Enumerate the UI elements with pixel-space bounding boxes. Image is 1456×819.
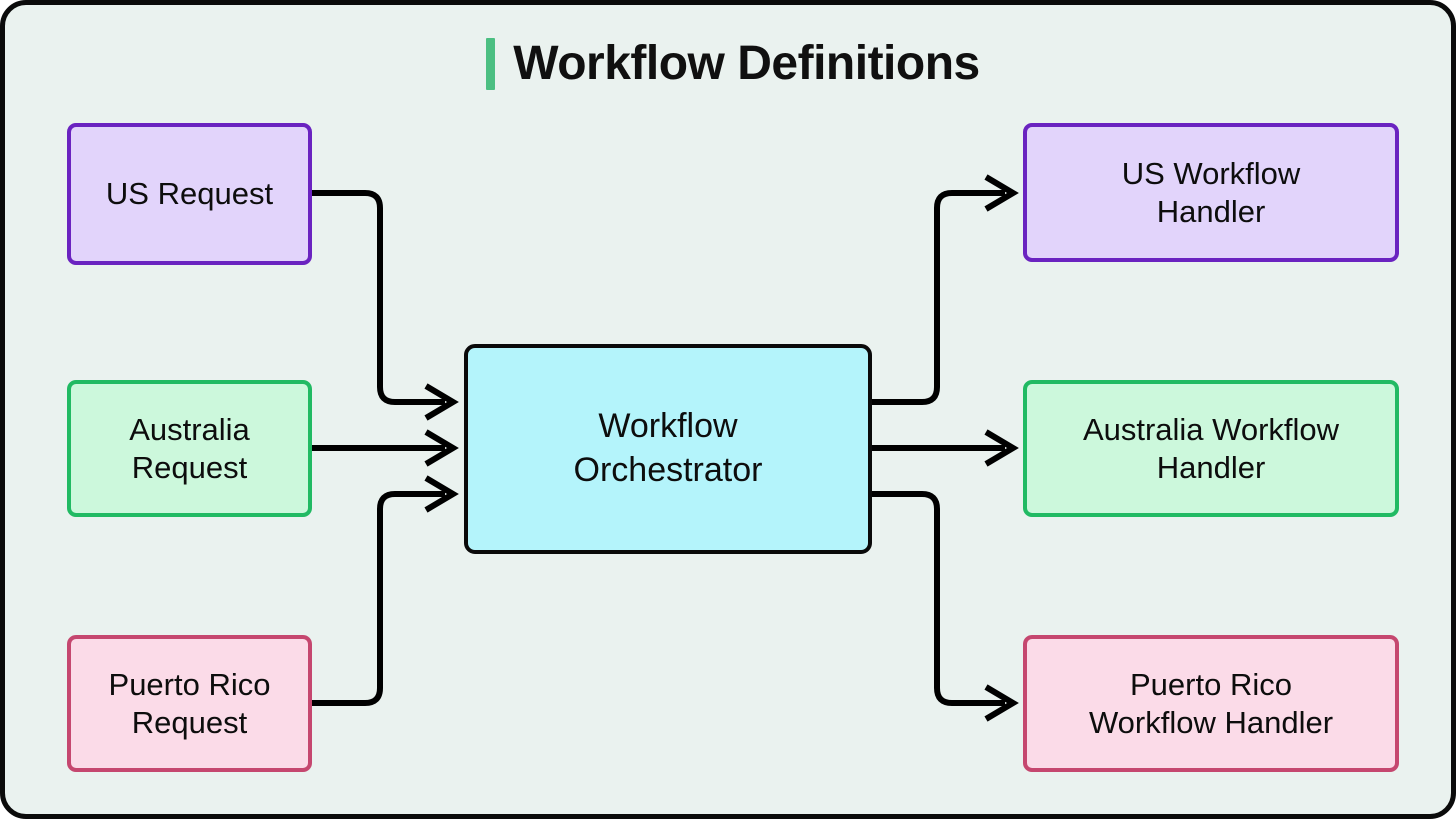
- edge-orchestrator-to-us-handler: [872, 174, 1019, 405]
- node-australia-request-label: Australia Request: [129, 411, 250, 485]
- node-us-request[interactable]: US Request: [67, 123, 312, 265]
- node-us-request-label: US Request: [105, 176, 274, 212]
- node-puerto-rico-request[interactable]: Puerto Rico Request: [67, 635, 312, 772]
- node-workflow-orchestrator[interactable]: Workflow Orchestrator: [464, 344, 872, 554]
- node-us-workflow-handler-label: US Workflow Handler: [1121, 155, 1301, 229]
- node-australia-workflow-handler[interactable]: Australia Workflow Handler: [1023, 380, 1399, 517]
- edge-orchestrator-to-puerto-rico-handler: [872, 491, 1019, 722]
- node-puerto-rico-workflow-handler[interactable]: Puerto Rico Workflow Handler: [1023, 635, 1399, 772]
- node-workflow-orchestrator-label: Workflow Orchestrator: [573, 407, 763, 489]
- node-us-workflow-handler[interactable]: US Workflow Handler: [1023, 123, 1399, 262]
- edge-puerto-rico-request-to-orchestrator: [312, 475, 459, 706]
- title-accent-bar: [486, 38, 496, 90]
- edge-orchestrator-to-australia-handler: [872, 429, 1019, 467]
- title-text: Workflow Definitions: [513, 37, 980, 90]
- page-title: Workflow Definitions: [5, 27, 1451, 101]
- edge-australia-request-to-orchestrator: [312, 429, 459, 467]
- node-australia-workflow-handler-label: Australia Workflow Handler: [1082, 411, 1340, 485]
- node-puerto-rico-workflow-handler-label: Puerto Rico Workflow Handler: [1088, 666, 1334, 740]
- node-australia-request[interactable]: Australia Request: [67, 380, 312, 517]
- node-puerto-rico-request-label: Puerto Rico Request: [108, 666, 271, 740]
- edge-us-request-to-orchestrator: [312, 190, 459, 421]
